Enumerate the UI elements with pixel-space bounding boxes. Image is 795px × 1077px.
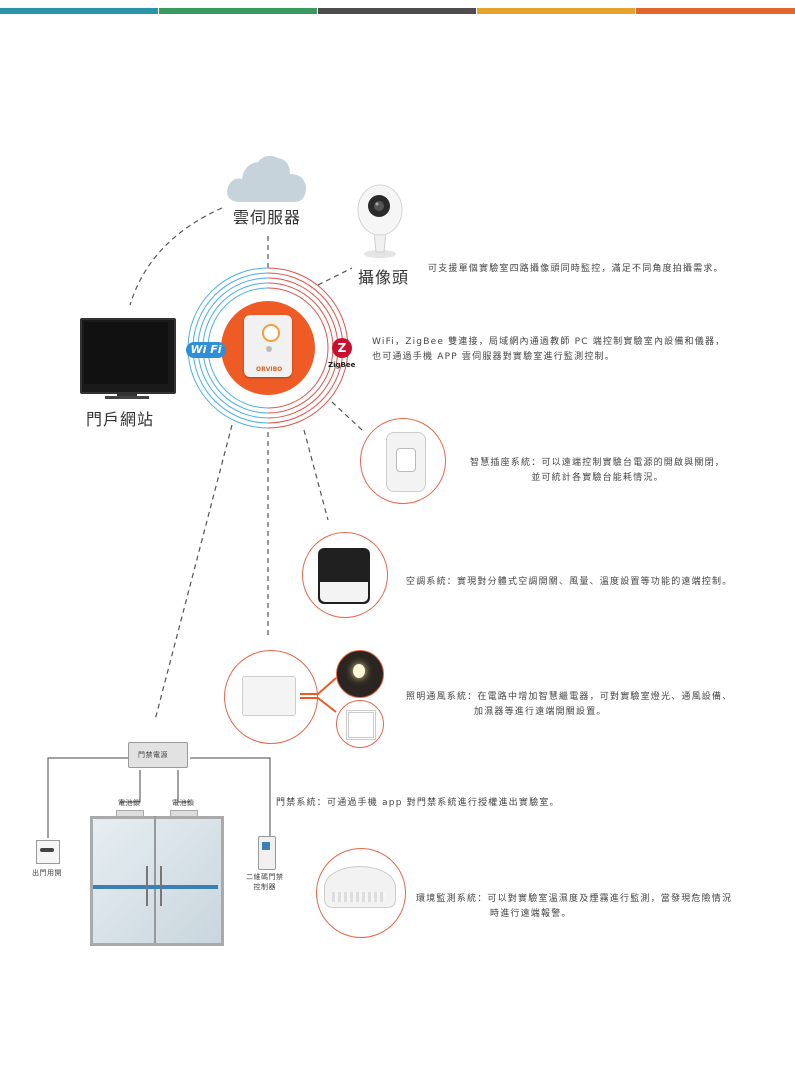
env-desc-line-2: 時進行遠端報警。: [490, 909, 572, 919]
door-power-label: 門禁電源: [138, 751, 168, 759]
zigbee-logo-text: ZigBee: [328, 361, 356, 369]
hub-desc-line-2: 也可通過手機 APP 雲伺服器對實驗室進行監測控制。: [372, 352, 615, 362]
wifi-logo: Wi Fi: [186, 342, 226, 358]
light-bulb-glow: [353, 664, 365, 678]
hub-status-light: [262, 324, 280, 342]
smoke-detector-vents: [332, 892, 386, 902]
light-desc-line-2: 加濕器等進行遠端開關設置。: [474, 707, 607, 717]
monitor-screen: [84, 322, 168, 384]
door-handle-right: [160, 866, 162, 906]
light-desc-line-1: 照明通風系統：在電路中增加智慧繼電器，可對實驗室燈光、通風設備、: [406, 692, 733, 702]
cloud-icon: [227, 155, 306, 202]
bar-segment-3: [318, 8, 476, 14]
bar-segment-1: [0, 8, 158, 14]
exit-button-label: 出門用開: [32, 869, 62, 877]
camera-icon: [357, 184, 403, 258]
portal-label: 門戶網站: [86, 410, 155, 429]
relay-icon: [242, 676, 296, 716]
hub-brand: ORVIBO: [256, 366, 283, 373]
key-icon: [40, 848, 54, 852]
socket-description: 智慧插座系統：可以遠端控制實驗台電源的開啟與關閉， 並可統計各實驗台能耗情況。: [470, 456, 725, 486]
env-description: 環境監測系統：可以對實驗室溫濕度及煙霧進行監測，當發現危險情況 時進行遠端報警。: [416, 892, 732, 922]
monitor-base: [105, 396, 149, 399]
vent-fan-icon: [336, 700, 384, 748]
exit-button-icon: [36, 840, 60, 864]
link-hub-door: [154, 424, 233, 721]
link-hub-camera: [317, 267, 353, 286]
ac-controller-front: [320, 582, 368, 602]
zigbee-icon: Z: [332, 338, 352, 358]
light-description: 照明通風系統：在電路中增加智慧繼電器，可對實驗室燈光、通風設備、 加濕器等進行遠…: [406, 690, 732, 720]
qr-controller-line-2: 控制器: [253, 883, 276, 891]
ac-description: 空調系統：實現對分體式空調開關、風量、溫度設置等功能的遠端控制。: [406, 577, 733, 587]
socket-outlet: [396, 448, 416, 472]
door-divider: [154, 816, 156, 943]
monitor-stand: [117, 392, 137, 396]
link-hub-ac: [303, 429, 329, 521]
relay-wires: [300, 677, 337, 713]
hub-description: WiFi，ZigBee 雙連接，局域網內通過教師 PC 端控制實驗室內設備和儀器…: [372, 335, 725, 365]
door-power-box: [128, 742, 188, 768]
camera-label: 攝像頭: [358, 268, 410, 287]
glass-door: [90, 816, 224, 946]
bar-segment-4: [477, 8, 635, 14]
bar-segment-2: [159, 8, 317, 14]
socket-desc-line-2: 並可統計各實驗台能耗情況。: [531, 473, 664, 483]
vent-grille: [346, 710, 376, 740]
cloud-label: 雲伺服器: [233, 208, 302, 227]
door-description: 門禁系統：可通過手機 app 對門禁系統進行授權進出實驗室。: [276, 798, 560, 808]
lock-right-label: 電池鎖: [172, 799, 195, 807]
door-wiring: [47, 757, 271, 838]
qr-scanner-window: [262, 842, 270, 850]
link-hub-socket: [331, 401, 363, 431]
hub-desc-line-1: WiFi，ZigBee 雙連接，局域網內通過教師 PC 端控制實驗室內設備和儀器…: [372, 337, 726, 347]
env-desc-line-1: 環境監測系統：可以對實驗室溫濕度及煙霧進行監測，當發現危險情況: [416, 894, 733, 904]
camera-description: 可支援單個實驗室四路攝像頭同時監控，滿足不同角度拍攝需求。: [428, 264, 724, 274]
bar-segment-5: [636, 8, 795, 14]
lock-left-label: 電池鎖: [118, 799, 141, 807]
qr-controller-line-1: 二維碼門禁: [246, 873, 284, 881]
door-handle-left: [146, 866, 148, 906]
door-strip: [93, 885, 218, 889]
hub-button: [266, 346, 272, 352]
socket-desc-line-1: 智慧插座系統：可以遠端控制實驗台電源的開啟與關閉，: [470, 458, 726, 468]
qr-controller-label: 二維碼門禁 控制器: [246, 872, 284, 892]
